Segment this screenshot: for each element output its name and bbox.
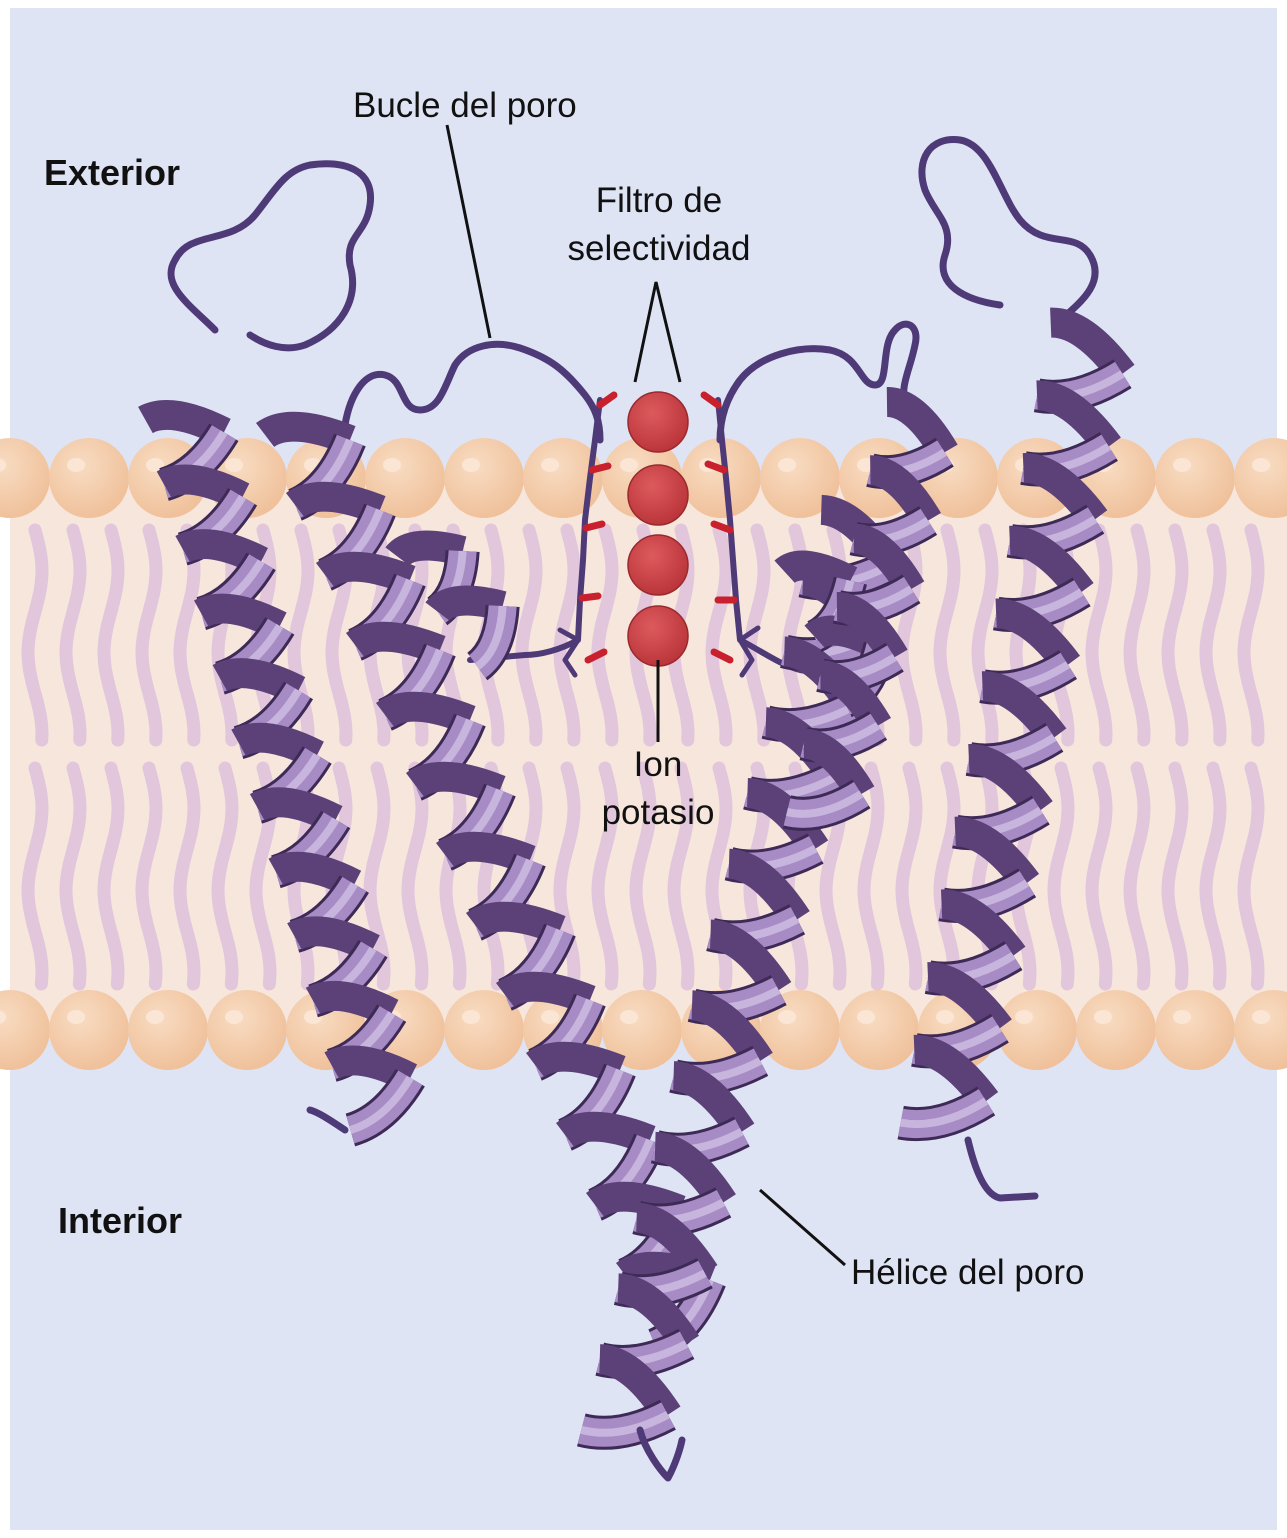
lipid-head-highlight bbox=[620, 458, 638, 472]
lipid-heads-inner-leaflet bbox=[0, 990, 1287, 1070]
lipid-head-highlight bbox=[462, 458, 480, 472]
interior-label: Interior bbox=[58, 1200, 182, 1241]
lipid-head-highlight bbox=[620, 1010, 638, 1024]
potassium-ion bbox=[628, 606, 688, 666]
lipid-head bbox=[207, 990, 287, 1070]
selectivity-filter-label-line2: selectividad bbox=[568, 229, 751, 268]
potassium-ion bbox=[628, 535, 688, 595]
potassium-ion bbox=[628, 465, 688, 525]
selectivity-filter-label-line1: Filtro de bbox=[596, 181, 722, 220]
lipid-head bbox=[128, 990, 208, 1070]
carbonyl-mark bbox=[586, 524, 602, 528]
lipid-head-highlight bbox=[1252, 458, 1270, 472]
lipid-head-highlight bbox=[67, 1010, 85, 1024]
lipid-head bbox=[997, 990, 1077, 1070]
pore-helix-label: Hélice del poro bbox=[851, 1253, 1084, 1292]
lipid-head-highlight bbox=[383, 458, 401, 472]
lipid-head-highlight bbox=[462, 1010, 480, 1024]
lipid-head-highlight bbox=[541, 458, 559, 472]
lipid-head-highlight bbox=[857, 1010, 875, 1024]
lipid-head-highlight bbox=[936, 1010, 954, 1024]
lipid-head-highlight bbox=[778, 1010, 796, 1024]
lipid-head-highlight bbox=[1015, 1010, 1033, 1024]
carbonyl-mark bbox=[582, 596, 598, 598]
potassium-ion bbox=[628, 392, 688, 452]
lipid-head bbox=[1155, 438, 1235, 518]
lipid-head-highlight bbox=[225, 458, 243, 472]
lipid-head-highlight bbox=[1173, 1010, 1191, 1024]
lipid-head-highlight bbox=[67, 458, 85, 472]
lipid-head-highlight bbox=[778, 458, 796, 472]
lipid-head bbox=[49, 990, 129, 1070]
lipid-head-highlight bbox=[225, 1010, 243, 1024]
lipid-head bbox=[839, 990, 919, 1070]
lipid-head bbox=[1076, 990, 1156, 1070]
lipid-head-highlight bbox=[1094, 1010, 1112, 1024]
potassium-ion-label-line2: potasio bbox=[602, 793, 715, 832]
potassium-ion-label-line1: Ion bbox=[634, 745, 683, 784]
lipid-head-highlight bbox=[146, 1010, 164, 1024]
lipid-head bbox=[444, 438, 524, 518]
lipid-head-highlight bbox=[1173, 458, 1191, 472]
exterior-label: Exterior bbox=[44, 152, 180, 193]
lipid-head bbox=[1155, 990, 1235, 1070]
carbonyl-mark bbox=[592, 466, 608, 470]
lipid-head bbox=[49, 438, 129, 518]
lipid-head-highlight bbox=[1252, 1010, 1270, 1024]
lipid-head-highlight bbox=[541, 1010, 559, 1024]
pore-loop-label: Bucle del poro bbox=[353, 86, 577, 125]
